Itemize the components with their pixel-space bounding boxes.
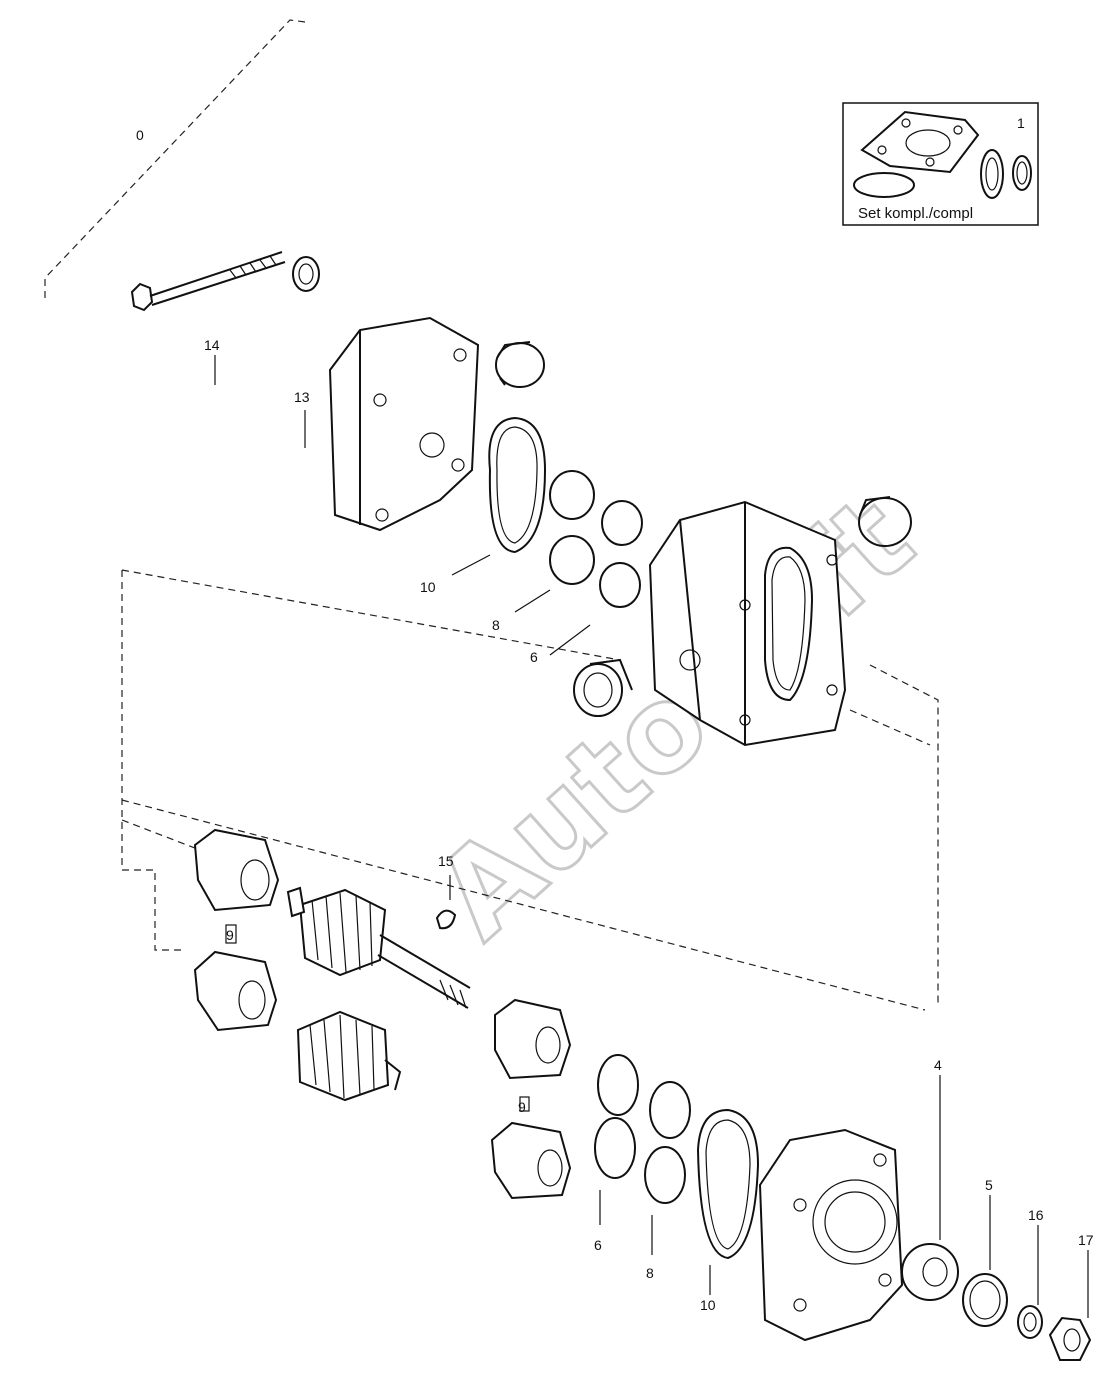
key-part-15	[435, 909, 457, 930]
drive-shaft-gear	[286, 886, 471, 1009]
callout-10-top: 10	[420, 579, 436, 595]
assembly-bracket	[44, 19, 306, 298]
front-flange	[758, 1128, 904, 1342]
callout-8-top: 8	[492, 617, 500, 633]
leader-lines	[214, 355, 1089, 1318]
bolt-part-14	[130, 251, 286, 312]
seal-pair-part-6-lower	[594, 1054, 639, 1179]
pump-housing	[648, 500, 847, 747]
callout-9-left: 9	[226, 927, 234, 943]
nut-part-17	[1048, 1316, 1092, 1361]
seal-pair-part-8-upper	[549, 470, 643, 608]
plug-top	[495, 341, 545, 388]
oring-part-10-upper	[488, 416, 547, 554]
callout-16: 16	[1028, 1207, 1044, 1223]
seal-pair-part-8-lower	[644, 1081, 691, 1204]
callout-9-mid: 9	[518, 1099, 526, 1115]
rear-cover	[328, 316, 480, 532]
inset-caption: Set kompl./compl	[858, 205, 973, 222]
inset-part-number: 1	[1017, 115, 1025, 131]
washer-part-13	[292, 256, 320, 292]
oring-part-10-lower	[696, 1108, 760, 1260]
callout-8-bottom: 8	[646, 1265, 654, 1281]
callout-6-bottom: 6	[594, 1237, 602, 1253]
bearing-block-upper	[193, 828, 280, 912]
callout-6-top: 6	[530, 649, 538, 665]
callout-13: 13	[294, 389, 310, 405]
callout-labels: 0 14 13 10 8 6 15 9 9 6 8 10 4 5 16 17	[136, 127, 1094, 1313]
gasket-set-inset: Set kompl./compl 1	[842, 102, 1039, 226]
ball-bearing-part-4	[901, 1243, 959, 1301]
washer-part-16	[1017, 1305, 1043, 1339]
callout-0: 0	[136, 127, 144, 143]
bearing-block-bottom	[490, 1096, 572, 1200]
driven-gear	[296, 1010, 402, 1102]
sleeve-part-6-upper	[573, 658, 633, 717]
callout-17: 17	[1078, 1232, 1094, 1248]
bearing-block-middle	[494, 998, 572, 1080]
bearing-block-lower	[193, 924, 278, 1032]
callout-5: 5	[985, 1177, 993, 1193]
callout-15: 15	[438, 853, 454, 869]
callout-4: 4	[934, 1057, 942, 1073]
subassembly-outline	[121, 569, 939, 1011]
plug-right	[858, 496, 912, 547]
callout-14: 14	[204, 337, 220, 353]
circlip-part-5	[962, 1273, 1008, 1327]
callout-10-bottom: 10	[700, 1297, 716, 1313]
